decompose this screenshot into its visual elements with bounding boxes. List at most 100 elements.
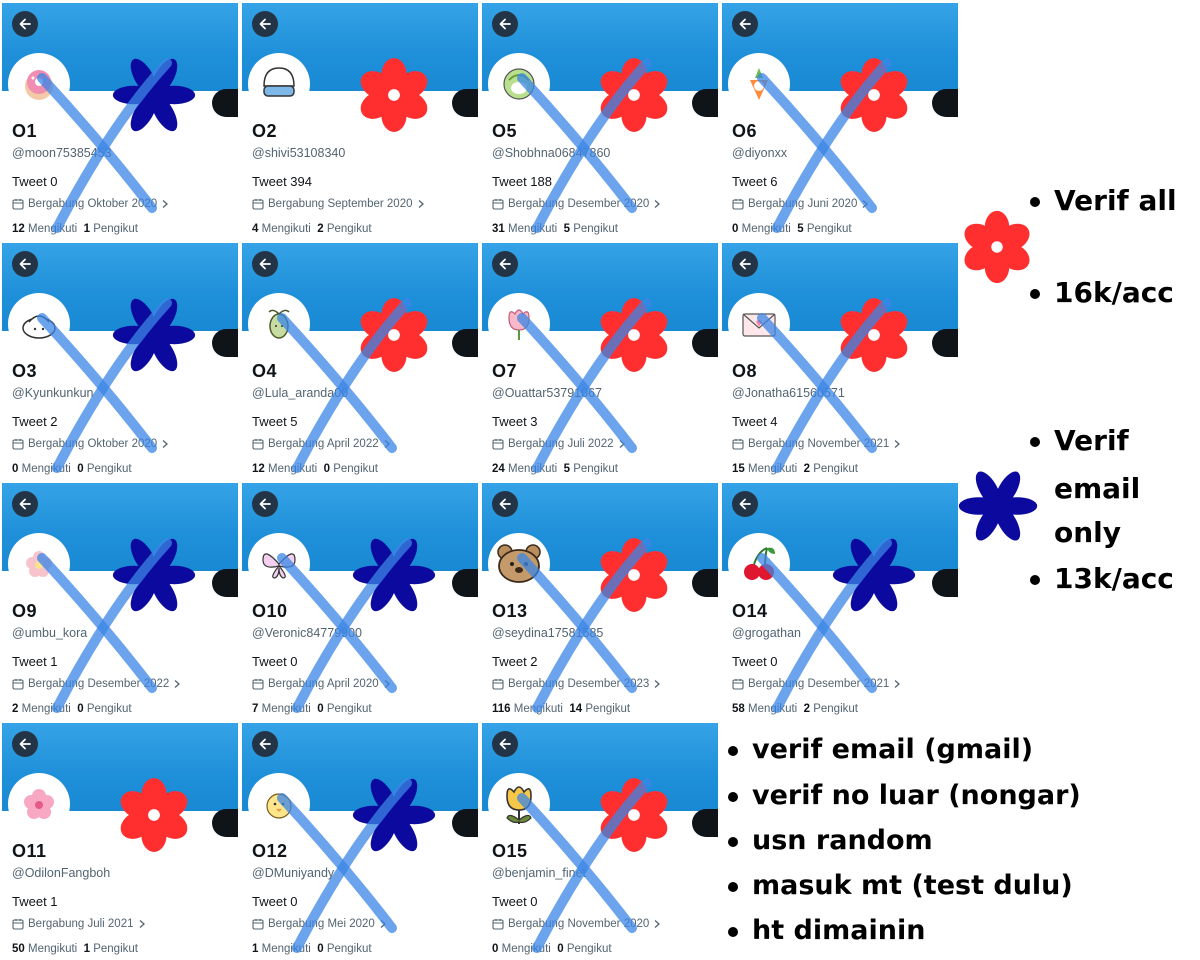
profile-action-button[interactable] [212,569,238,597]
avatar[interactable] [730,295,788,353]
profile-action-button[interactable] [452,329,478,357]
join-date[interactable]: Bergabung Desember 2022 [12,678,181,690]
back-button[interactable] [12,731,38,757]
display-name: O4 [252,361,278,381]
calendar-icon [732,439,744,450]
avatar[interactable] [250,295,308,353]
chevron-right-icon [380,920,386,928]
join-date[interactable]: Bergabung Mei 2020 [252,918,387,930]
join-date[interactable]: Bergabung Juli 2021 [12,918,146,930]
avatar[interactable] [250,775,308,833]
chevron-right-icon [174,680,181,688]
follow-stats[interactable]: 31 Mengikuti 5 Pengikut [492,223,618,235]
red-flower-badge-icon [360,298,428,372]
back-button[interactable] [732,491,758,517]
avatar[interactable] [10,295,68,353]
username: @benjamin_finet [492,866,586,880]
follow-stats[interactable]: 116 Mengikuti 14 Pengikut [492,703,630,715]
back-button[interactable] [12,251,38,277]
avatar[interactable] [10,775,68,833]
profile-action-button[interactable] [212,89,238,117]
join-date[interactable]: Bergabung September 2020 [252,198,425,210]
avatar[interactable] [250,535,308,593]
red-flower-legend-icon [964,210,1030,284]
follow-stats[interactable]: 12 Mengikuti 0 Pengikut [252,463,378,475]
join-date[interactable]: Bergabung November 2021 [732,438,901,450]
follow-stats[interactable]: 0 Mengikuti 0 Pengikut [12,463,132,475]
profile-action-button[interactable] [452,809,478,837]
profile-action-button[interactable] [212,329,238,357]
follow-stats[interactable]: 2 Mengikuti 0 Pengikut [12,703,132,715]
back-button[interactable] [12,491,38,517]
back-button[interactable] [492,11,518,37]
follow-stats[interactable]: 24 Mengikuti 5 Pengikut [492,463,618,475]
chevron-right-icon [162,200,169,208]
join-date[interactable]: Bergabung April 2020 [252,678,391,690]
back-button[interactable] [12,11,38,37]
join-date[interactable]: Bergabung Desember 2023 [492,678,661,690]
follow-stats[interactable]: 50 Mengikuti 1 Pengikut [12,943,138,955]
back-button[interactable] [492,491,518,517]
calendar-icon [252,919,264,930]
avatar[interactable] [730,535,788,593]
join-date[interactable]: Bergabung Oktober 2020 [12,438,169,450]
profile-action-button[interactable] [932,569,958,597]
follow-stats[interactable]: 12 Mengikuti 1 Pengikut [12,223,138,235]
profile-action-button[interactable] [212,809,238,837]
follow-stats[interactable]: 4 Mengikuti 2 Pengikut [252,223,372,235]
join-date[interactable]: Bergabung April 2022 [252,438,391,450]
profile-action-button[interactable] [932,89,958,117]
profile-action-button[interactable] [692,569,718,597]
carrot-icon [750,68,768,100]
profile-action-button[interactable] [692,329,718,357]
following-label: Mengikuti [261,943,311,955]
arrow-left-icon [499,498,511,510]
back-button[interactable] [492,251,518,277]
back-button[interactable] [732,251,758,277]
follow-stats[interactable]: 0 Mengikuti 5 Pengikut [732,223,852,235]
following-label: Mengikuti [748,463,798,475]
avatar[interactable] [10,55,68,113]
avatar[interactable] [730,55,788,113]
avatar[interactable] [490,775,548,833]
join-date[interactable]: Bergabung Juli 2022 [492,438,626,450]
followers-label: Pengikut [86,463,132,475]
back-button[interactable] [252,731,278,757]
profile-action-button[interactable] [452,89,478,117]
follow-stats[interactable]: 0 Mengikuti 0 Pengikut [492,943,612,955]
follow-stats[interactable]: 7 Mengikuti 0 Pengikut [252,703,372,715]
arrow-left-icon [259,18,271,30]
tweet-count: Tweet 1 [12,894,58,909]
followers-label: Pengikut [566,943,612,955]
avatar[interactable] [490,295,548,353]
arrow-left-icon [499,258,511,270]
profile-action-button[interactable] [692,809,718,837]
profile-action-button[interactable] [452,569,478,597]
join-date[interactable]: Bergabung Juni 2020 [732,198,869,210]
profile-action-button[interactable] [932,329,958,357]
following-count: 1 [252,943,259,955]
join-date[interactable]: Bergabung November 2020 [492,918,661,930]
follow-stats[interactable]: 1 Mengikuti 0 Pengikut [252,943,372,955]
back-button[interactable] [252,11,278,37]
calendar-icon [732,199,744,210]
join-date[interactable]: Bergabung Oktober 2020 [12,198,169,210]
back-button[interactable] [252,251,278,277]
follow-stats[interactable]: 15 Mengikuti 2 Pengikut [732,463,858,475]
join-date[interactable]: Bergabung Desember 2021 [732,678,901,690]
profile-action-button[interactable] [692,89,718,117]
avatar[interactable] [250,55,308,113]
back-button[interactable] [252,491,278,517]
chevron-right-icon [654,680,661,688]
back-button[interactable] [492,731,518,757]
follow-stats[interactable]: 58 Mengikuti 2 Pengikut [732,703,858,715]
join-date[interactable]: Bergabung Desember 2020 [492,198,661,210]
avatar[interactable] [490,535,548,593]
back-button[interactable] [732,11,758,37]
avatar[interactable] [490,55,548,113]
followers-count: 2 [803,703,811,715]
note-1: verif email (gmail) [728,734,1033,765]
avatar[interactable] [10,535,68,593]
chevron-right-icon [654,920,661,928]
